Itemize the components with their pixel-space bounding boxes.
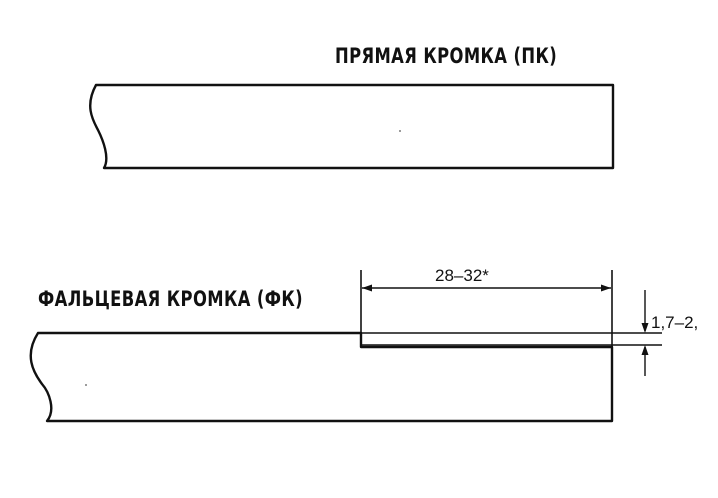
arrow-left-icon	[362, 284, 372, 292]
arrow-right-icon	[601, 284, 611, 292]
rebate-width-dimension	[360, 270, 613, 347]
rebate-edge-board	[29, 331, 614, 423]
straight-edge-title: ПРЯМАЯ КРОМКА (ПК)	[335, 44, 558, 68]
straight-edge-board	[89, 83, 615, 170]
rebate-depth-label: 1,7–2,	[651, 313, 698, 332]
arrow-up-icon	[641, 345, 649, 355]
rebate-depth-dimension	[361, 290, 662, 376]
speck	[85, 384, 87, 386]
rebate-edge-title: ФАЛЬЦЕВАЯ КРОМКА (ФК)	[38, 287, 304, 311]
rebate-width-label: 28–32*	[435, 266, 489, 285]
arrow-down-icon	[641, 323, 649, 333]
speck	[399, 130, 401, 132]
